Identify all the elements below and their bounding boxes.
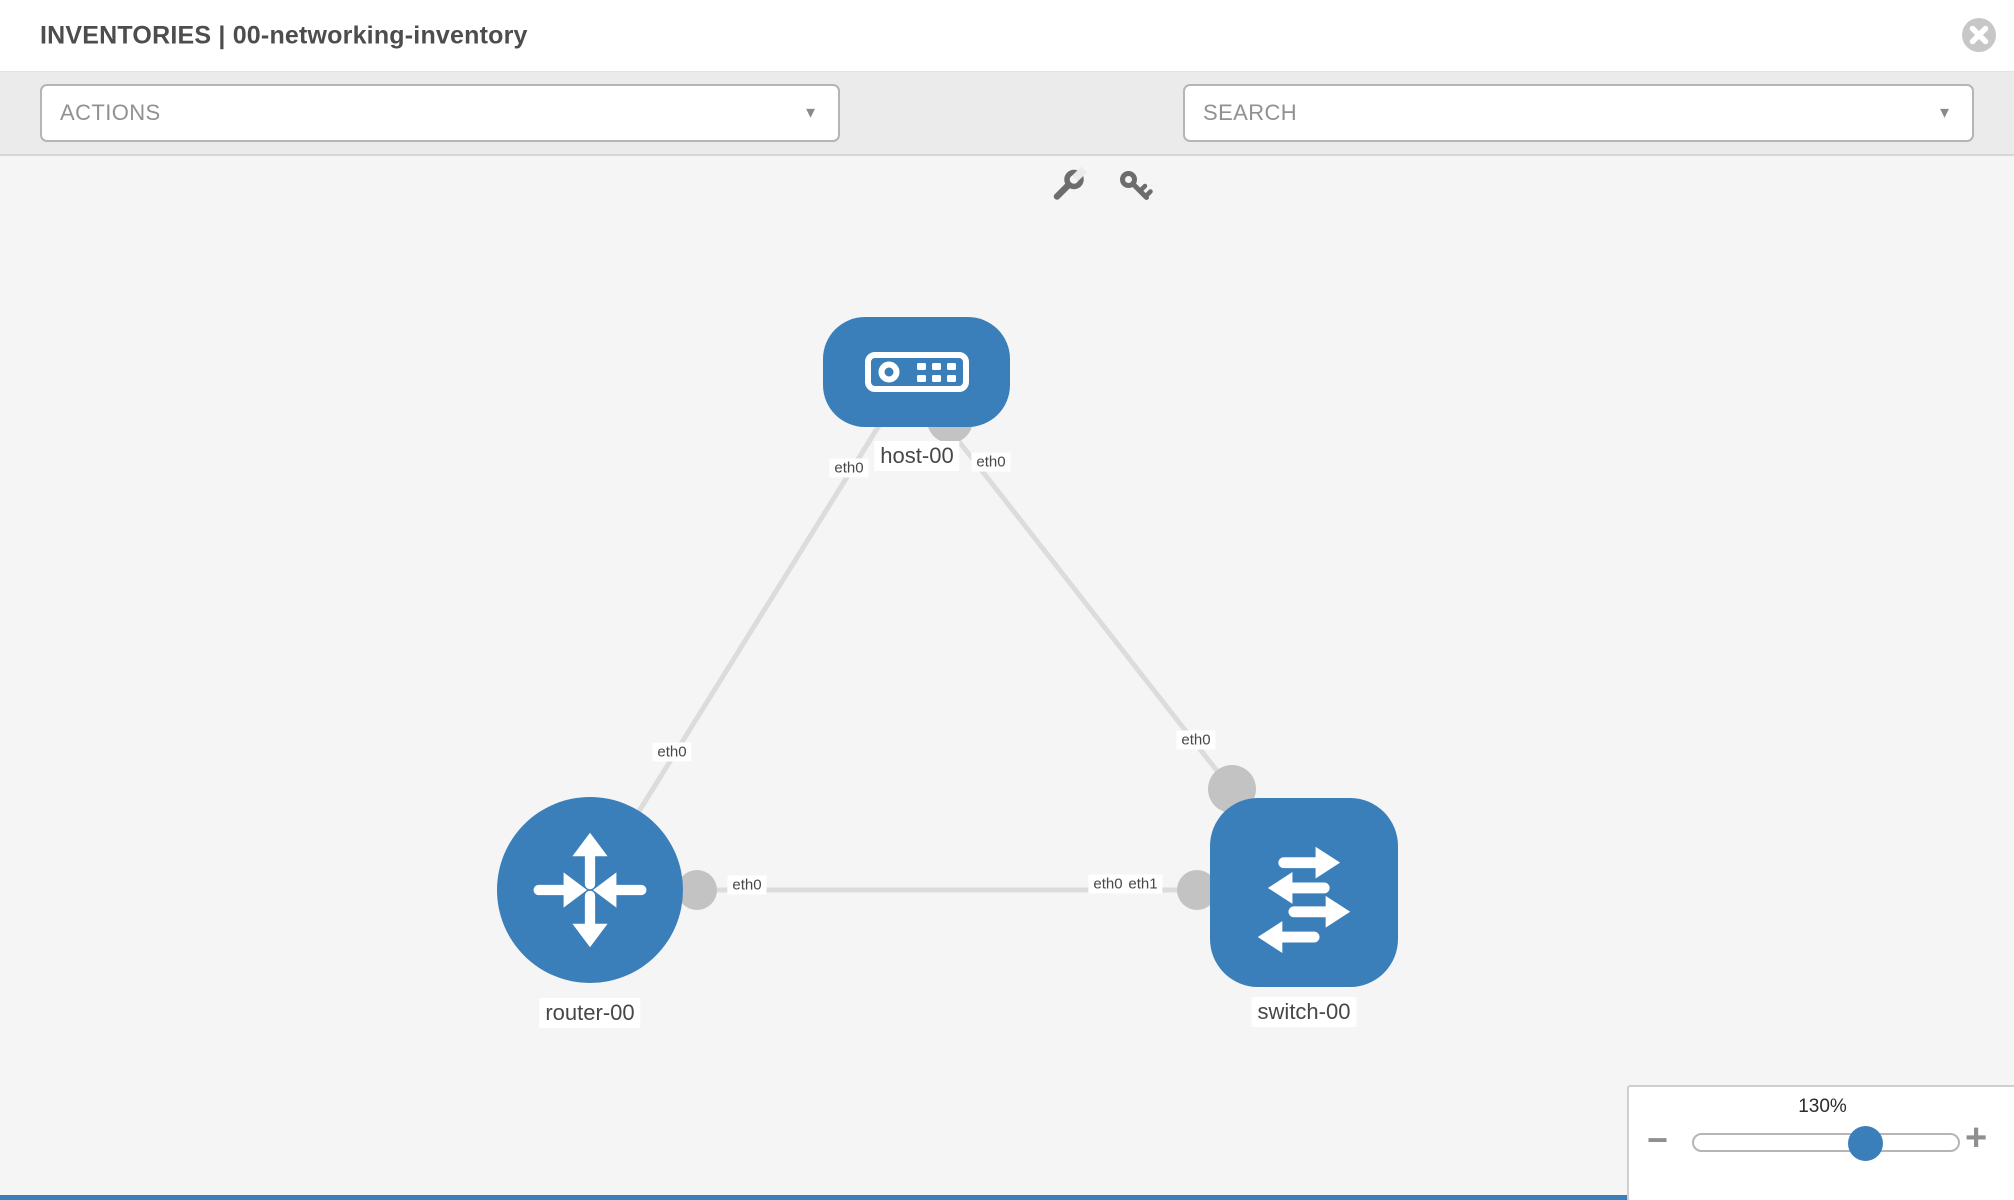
zoom-percent-value: 130% <box>1798 1096 1847 1117</box>
host-icon <box>864 352 969 392</box>
header-bar: INVENTORIES | 00-networking-inventory <box>0 0 2014 72</box>
node-label-router-00: router-00 <box>539 998 641 1028</box>
interface-connector[interactable] <box>677 870 717 910</box>
iface-label-switch-overlapped: eth0 <box>1088 874 1128 894</box>
close-icon <box>1962 18 1996 52</box>
iface-label-switch-eth0: eth0 <box>1176 730 1216 750</box>
credentials-button[interactable] <box>1114 166 1158 210</box>
bottom-accent-strip <box>0 1195 1627 1200</box>
interface-connector[interactable] <box>1177 870 1217 910</box>
actions-dropdown-label: ACTIONS <box>60 100 161 125</box>
node-host-00[interactable] <box>823 317 1010 427</box>
node-label-switch-00: switch-00 <box>1251 997 1357 1027</box>
iface-label-host-eth0-right: eth0 <box>971 452 1011 472</box>
chevron-down-icon: ▼ <box>1937 104 1952 122</box>
page-title: INVENTORIES | 00-networking-inventory <box>40 21 528 49</box>
zoom-slider-handle[interactable] <box>1848 1126 1883 1161</box>
zoom-slider-track[interactable] <box>1692 1133 1960 1152</box>
zoom-panel: 130% − + <box>1627 1085 2014 1200</box>
chevron-down-icon: ▼ <box>803 104 818 122</box>
search-dropdown-label: SEARCH <box>1203 100 1298 125</box>
toolbar: ACTIONS ▼ SEARCH ▼ <box>0 72 2014 200</box>
node-router-00[interactable] <box>497 797 683 983</box>
node-switch-00[interactable] <box>1210 798 1398 987</box>
search-dropdown[interactable]: SEARCH ▼ <box>1183 84 1974 142</box>
link-host-switch[interactable] <box>948 428 1234 792</box>
iface-label-router-eth0: eth0 <box>727 875 767 895</box>
configure-button[interactable] <box>1046 165 1090 209</box>
actions-dropdown[interactable]: ACTIONS ▼ <box>40 84 840 142</box>
zoom-in-button[interactable]: + <box>1965 1117 1988 1159</box>
switch-icon <box>1257 846 1351 953</box>
iface-label-router-eth0-up: eth0 <box>652 742 692 762</box>
zoom-out-button[interactable]: − <box>1647 1119 1669 1160</box>
iface-label-host-eth0-left: eth0 <box>829 458 869 478</box>
wrench-icon <box>1053 166 1087 200</box>
router-icon <box>533 832 647 948</box>
node-label-host-00: host-00 <box>874 441 960 471</box>
iface-label-switch-eth1: eth1 <box>1123 874 1163 894</box>
key-icon <box>1120 170 1153 200</box>
close-button[interactable] <box>1959 15 1999 55</box>
